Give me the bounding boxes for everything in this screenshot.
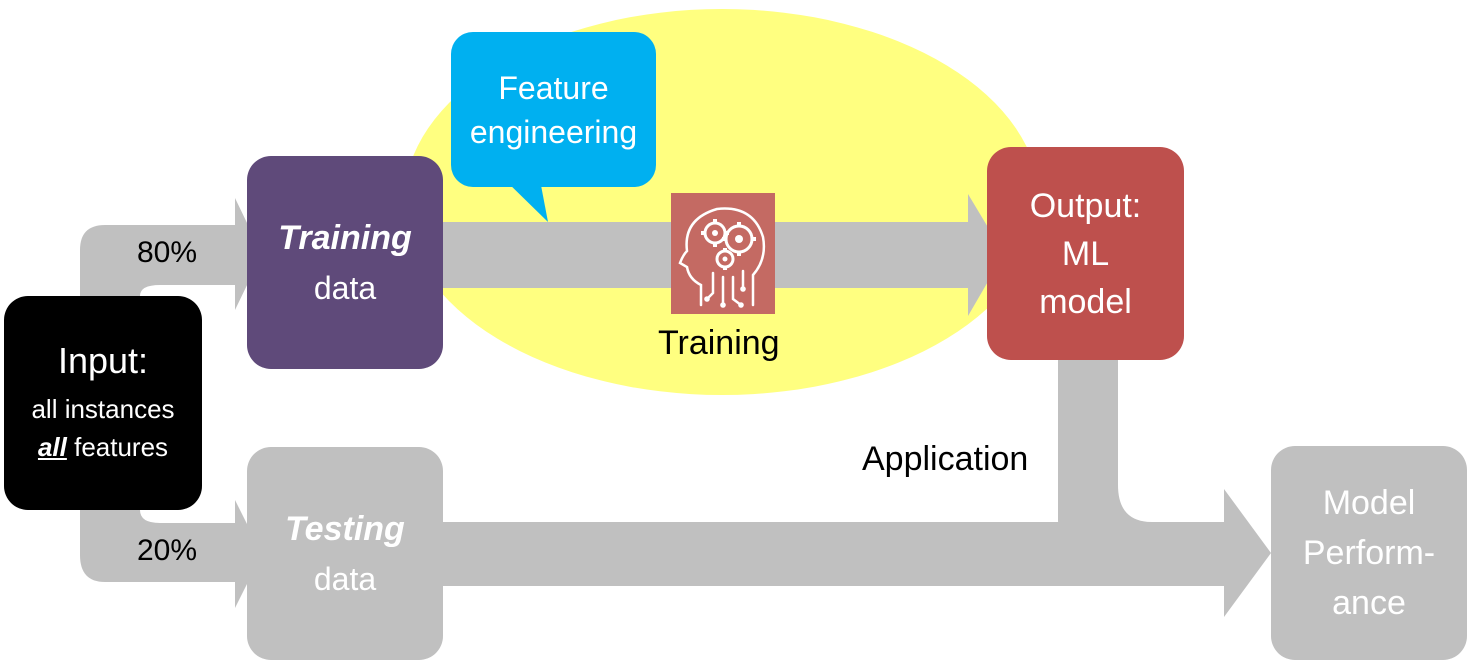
training-step-label: Training (658, 324, 780, 362)
input-line1: all instances (31, 394, 175, 424)
output-box: Output: ML model (987, 147, 1184, 360)
feature-engineering-line2: engineering (469, 113, 638, 150)
brain-gears-icon-graphic (678, 207, 766, 308)
input-line2-emphasis: all (37, 432, 67, 462)
testing-data-rest: data (313, 560, 377, 597)
output-line3: model (1039, 282, 1132, 321)
testing-arrow (443, 489, 1271, 617)
application-label: Application (862, 440, 1029, 478)
training-data-box: Training data (247, 156, 443, 369)
input-line2: all features (38, 428, 168, 466)
output-line2: ML (1061, 234, 1110, 273)
testing-data-emph: Testing (285, 509, 405, 548)
training-data-rest: data (313, 269, 377, 306)
split-arrow-test (80, 500, 262, 608)
input-box: Input: all instances all features (4, 296, 202, 510)
application-arrow (1058, 360, 1230, 586)
test-split-label: 20% (137, 534, 198, 567)
bubble-tail (505, 180, 548, 222)
input-line2-rest: features (66, 432, 169, 462)
feature-engineering-bubble: Feature engineering (451, 32, 656, 187)
split-arrow-train (80, 198, 262, 310)
feature-engineering-line1: Feature (498, 69, 609, 106)
output-line1: Output: (1029, 186, 1142, 225)
model-performance-box: Model Perform- ance (1271, 446, 1467, 660)
training-data-emph: Training (278, 218, 412, 257)
performance-line3: ance (1332, 584, 1406, 622)
testing-data-box: Testing data (247, 447, 443, 660)
input-title: Input: (57, 340, 149, 381)
performance-line2: Perform- (1302, 534, 1436, 572)
brain-gears-icon (671, 193, 775, 314)
performance-line1: Model (1322, 484, 1416, 522)
train-split-label: 80% (137, 236, 198, 269)
